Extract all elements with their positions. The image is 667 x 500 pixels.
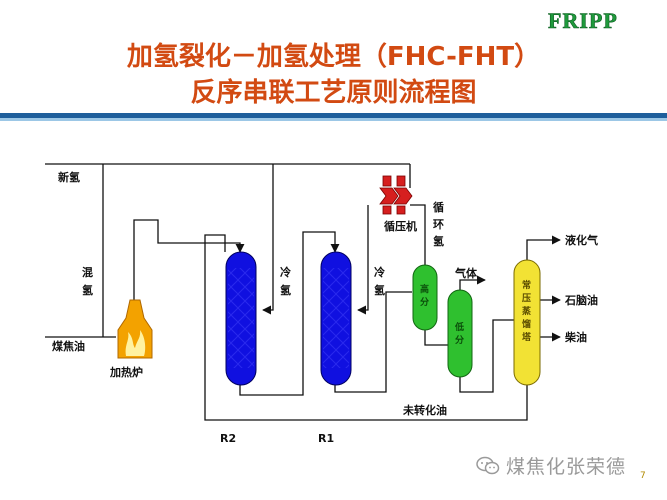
label-column-1: 常 (522, 279, 531, 291)
label-column-3: 蒸 (522, 305, 531, 317)
reactor-r2 (225, 251, 257, 386)
label-cold-h2-r1-2: 氢 (374, 283, 385, 297)
page-title-line2: 反序串联工艺原则流程图 (190, 78, 477, 108)
heating-furnace (117, 299, 153, 359)
watermark: 煤焦化张荣德 (476, 452, 626, 479)
furnace-flame-inner (125, 330, 146, 356)
label-diesel: 柴油 (564, 330, 587, 344)
furnace-to-r2-line (133, 219, 245, 305)
label-furnace: 加热炉 (109, 365, 143, 379)
label-mix-hydrogen-1: 混 (82, 265, 93, 279)
label-coal-tar: 煤焦油 (52, 339, 85, 353)
label-new-hydrogen: 新氢 (58, 170, 80, 184)
atmospheric-column (513, 259, 541, 386)
label-recycle-h2-1: 循 (433, 200, 444, 214)
low-pressure-separator (447, 289, 473, 378)
title-divider-light (0, 118, 667, 121)
label-mix-hydrogen-2: 氢 (82, 283, 93, 297)
lpg-line (526, 235, 561, 260)
label-lpg: 液化气 (565, 233, 598, 247)
r2-to-r1-line (239, 231, 340, 396)
title-divider (0, 113, 667, 118)
label-lp-sep-2: 分 (455, 334, 464, 346)
watermark-text: 煤焦化张荣德 (506, 456, 627, 478)
label-recycle-h2-3: 氢 (433, 234, 444, 248)
page-title-line1: 加氢裂化－加氢处理（FHC-FHT） (126, 42, 541, 72)
label-column-2: 压 (522, 293, 531, 304)
label-hp-sep-2: 分 (420, 296, 429, 308)
label-r2: R2 (220, 432, 236, 445)
hp-sep-recycle-line (410, 204, 426, 265)
label-r1: R1 (318, 432, 334, 445)
cold-h2-r2-line (262, 164, 274, 315)
label-cold-h2-r2-2: 氢 (280, 283, 291, 297)
compressor-icon (379, 175, 413, 215)
label-unconverted-oil: 未转化油 (402, 403, 447, 417)
label-compressor: 循压机 (384, 219, 417, 233)
cold-h2-r1-line (357, 205, 369, 315)
vessel-labels: 高 分 低 分 常 压 蒸 馏 塔 (420, 279, 532, 346)
label-lp-sep-1: 低 (454, 321, 464, 333)
high-pressure-separator (412, 264, 438, 331)
label-gas: 气体 (454, 266, 478, 280)
lp-to-column-line (459, 319, 514, 393)
hp-to-lp-sep-line (424, 330, 448, 346)
label-column-4: 馏 (521, 318, 531, 330)
lp-sep-gas-line (459, 275, 486, 290)
r1-to-hp-sep-line (334, 291, 412, 393)
flow-lines (45, 163, 561, 421)
wechat-icon (476, 456, 500, 474)
label-naphtha: 石脑油 (564, 293, 598, 307)
unconverted-oil-line (204, 234, 528, 421)
label-column-5: 塔 (522, 331, 532, 343)
reactor-r1 (320, 251, 352, 386)
label-cold-h2-r1-1: 冷 (374, 265, 385, 279)
page-number: 7 (640, 471, 646, 481)
label-recycle-h2-2: 环 (433, 218, 444, 231)
diagram-labels: 新氢 混 氢 煤焦油 加热炉 冷 氢 冷 氢 循压机 循 环 氢 气体 液化气 … (52, 170, 598, 445)
label-hp-sep-1: 高 (420, 283, 429, 295)
label-cold-h2-r2-1: 冷 (280, 265, 291, 279)
fripp-logo: FRIPP (548, 8, 618, 34)
